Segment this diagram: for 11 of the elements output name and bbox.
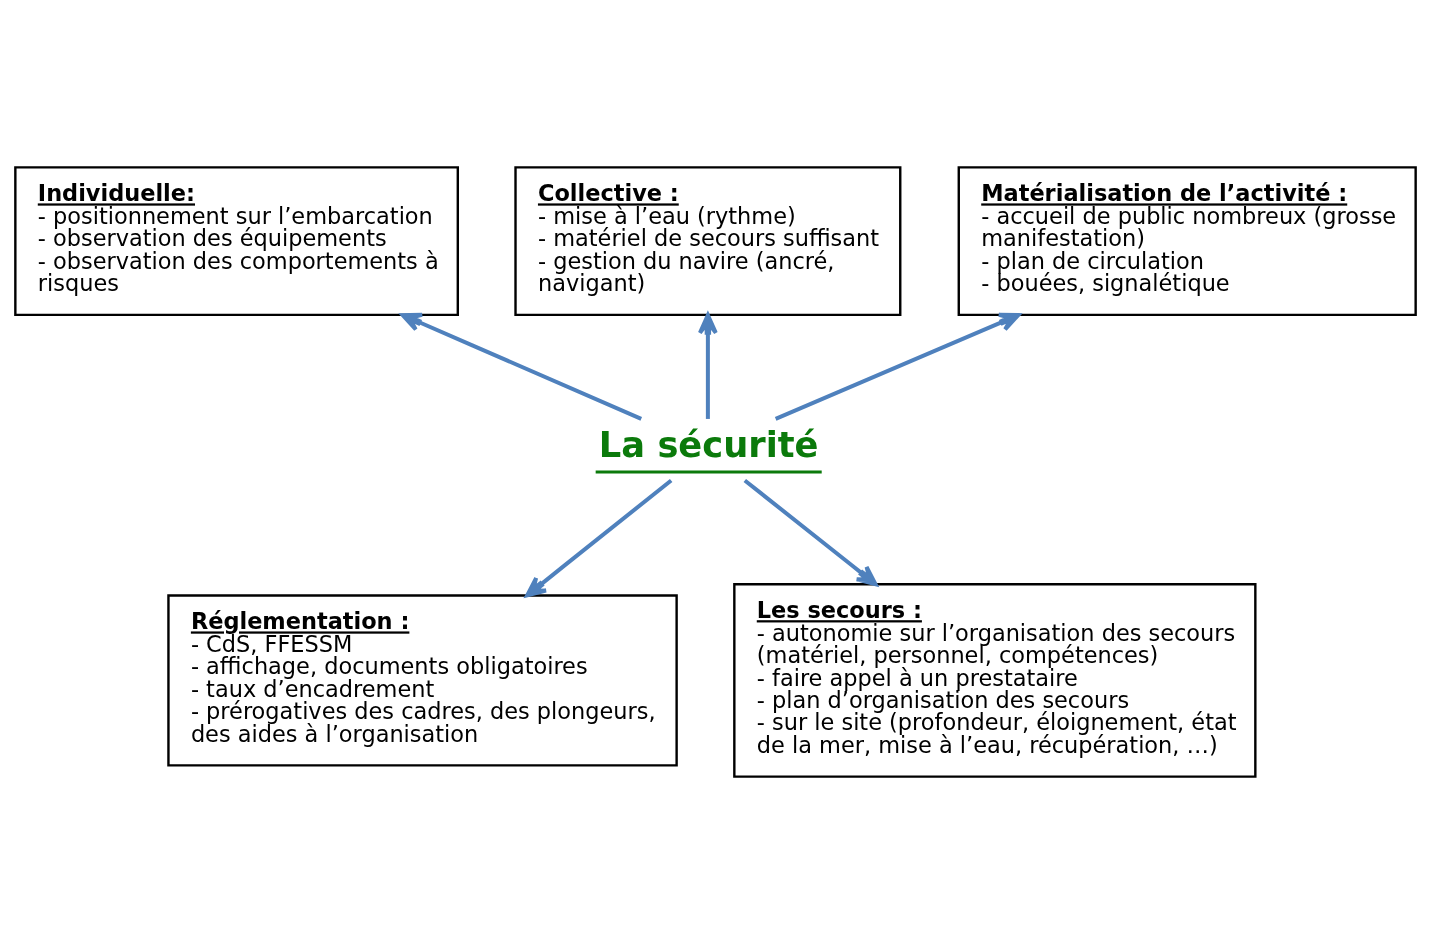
arrow [743, 478, 878, 586]
node-box: Individuelle: - positionnement sur l’embarcation - observation des équipements - observation des comportements à risques [14, 165, 459, 316]
node-box: Matérialisation de l’activité : - accueil de public nombreux (grosse manifestation) - plan de circulation - bouées, signalétique [957, 165, 1417, 316]
arrow [774, 312, 1021, 421]
arrow [525, 478, 673, 597]
node-box: Collective : - mise à l’eau (rythme) - matériel de secours suffisant - gestion du navire (ancré, navigant) [514, 165, 902, 316]
node-text: La sécurité [598, 423, 819, 465]
node-box: Réglementation : - CdS, FFESSM - affichage, documents obligatoires - taux d’encadrement - prérogatives des cadres, des plongeurs, des aides à l’organisation [167, 593, 678, 767]
arrow [400, 312, 643, 421]
arrow [697, 312, 718, 419]
node-box: Les secours : - autonomie sur l’organisation des secours (matériel, personnel, compétences) - faire appel à un prestataire - plan d’organisation des secours - sur le site (profondeur, éloignement, état de la mer, mise à l’eau, récupération, …) [733, 582, 1257, 778]
